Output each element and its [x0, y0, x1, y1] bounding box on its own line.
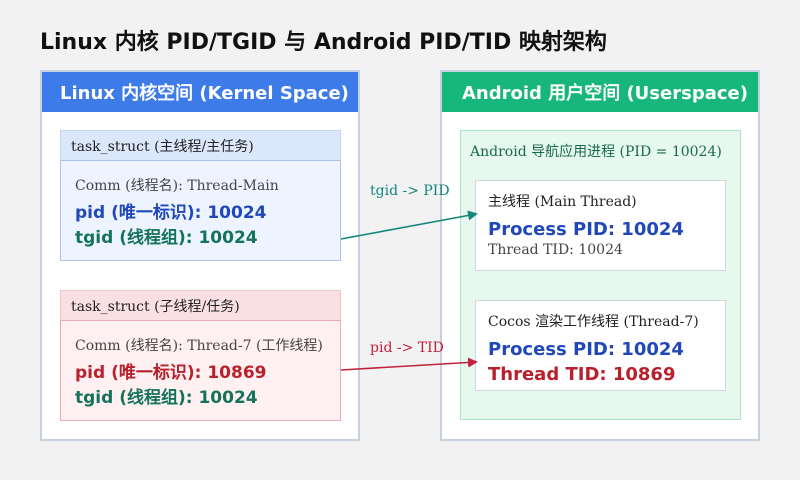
tid-arrow-label: pid -> TID: [370, 340, 444, 356]
main-thread-process-pid: Process PID: 10024: [488, 219, 684, 240]
main-thread-tid: Thread TID: 10024: [488, 242, 623, 258]
diagram-title: Linux 内核 PID/TGID 与 Android PID/TID 映射架构: [40, 30, 607, 55]
main-task-comm: Comm (线程名): Thread-Main: [75, 178, 279, 194]
sub-task-pid: pid (唯一标识): 10869: [75, 363, 267, 383]
cocos-thread-process-pid: Process PID: 10024: [488, 339, 684, 360]
sub-task-comm: Comm (线程名): Thread-7 (工作线程): [75, 338, 323, 354]
main-task-struct-header: task_struct (主线程/主任务): [60, 130, 341, 160]
userspace-header: Android 用户空间 (Userspace): [442, 72, 758, 112]
sub-task-struct-header: task_struct (子线程/任务): [60, 290, 341, 320]
sub-task-struct-body: Comm (线程名): Thread-7 (工作线程) pid (唯一标识): …: [60, 320, 341, 421]
cocos-thread-box: Cocos 渲染工作线程 (Thread-7) Process PID: 100…: [475, 300, 726, 391]
tgid-arrow-label: tgid -> PID: [370, 183, 450, 199]
cocos-thread-tid: Thread TID: 10869: [488, 364, 676, 385]
main-task-pid: pid (唯一标识): 10024: [75, 203, 267, 223]
sub-task-tgid: tgid (线程组): 10024: [75, 388, 258, 408]
kernel-space-header: Linux 内核空间 (Kernel Space): [42, 72, 358, 112]
main-task-tgid: tgid (线程组): 10024: [75, 228, 258, 248]
main-task-struct-body: Comm (线程名): Thread-Main pid (唯一标识): 1002…: [60, 160, 341, 261]
main-thread-title: 主线程 (Main Thread): [488, 194, 637, 210]
cocos-thread-title: Cocos 渲染工作线程 (Thread-7): [488, 314, 699, 330]
app-process-label: Android 导航应用进程 (PID = 10024): [470, 144, 722, 160]
main-thread-box: 主线程 (Main Thread) Process PID: 10024 Thr…: [475, 180, 726, 271]
